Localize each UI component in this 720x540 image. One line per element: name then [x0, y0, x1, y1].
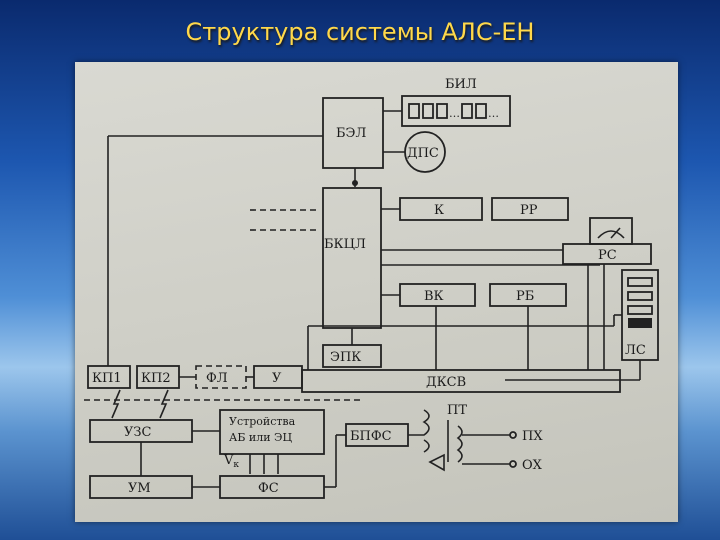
ls-lamp-1 [627, 277, 653, 287]
ab-ec-block [219, 409, 325, 455]
px-terminal [509, 431, 517, 439]
bil-cell-5 [475, 103, 487, 119]
kp1-label: КП1 [92, 371, 122, 386]
bel-bkcl-node [352, 180, 358, 186]
fs-label: ФС [258, 481, 279, 496]
bpfs-label: БПФС [350, 429, 392, 444]
bil-cell-4 [461, 103, 473, 119]
bil-label: БИЛ [445, 77, 477, 92]
rs-block [562, 243, 652, 265]
kp2-label: КП2 [141, 371, 171, 386]
bil-cell-2 [422, 103, 434, 119]
kp1-block [87, 365, 131, 389]
pt-lower-coil [428, 453, 445, 472]
uzs-label: УЗС [124, 425, 151, 440]
bil-ellipsis-2: … [488, 107, 499, 120]
um-label: УМ [128, 481, 151, 496]
kp2-antenna [159, 389, 169, 419]
dksv-label: ДКСВ [426, 375, 466, 390]
ls-lamp-2 [627, 291, 653, 301]
ls-label: ЛС [625, 343, 646, 358]
bel-label: БЭЛ [336, 126, 367, 141]
rs-label: РС [598, 248, 617, 263]
bkcl-block [322, 187, 382, 329]
ab-ec-line1: Устройства [229, 415, 296, 428]
px-label: ПХ [522, 429, 543, 444]
u-label: У [272, 371, 282, 386]
pt-coil-right [456, 425, 463, 463]
bel-block [322, 97, 384, 169]
dksv-block [301, 369, 621, 393]
rs-needle [610, 227, 621, 239]
k-label: К [434, 203, 444, 218]
ab-ec-line2: АБ или ЭЦ [229, 431, 292, 444]
bil-cell-3 [436, 103, 448, 119]
pt-coil-left [408, 409, 430, 453]
bil-cell-1 [408, 103, 420, 119]
pt-label: ПТ [447, 403, 467, 418]
fl-label: ФЛ [206, 371, 228, 386]
epk-label: ЭПК [330, 350, 361, 365]
rs-gauge-arc [597, 230, 625, 239]
rb-label: РБ [516, 289, 534, 304]
dps-label: ДПС [407, 146, 439, 161]
bkcl-label: БКЦЛ [324, 237, 366, 252]
rr-block [491, 197, 569, 221]
ls-lamp-3 [627, 305, 653, 315]
slide-title: Структура системы АЛС-ЕН [185, 18, 535, 46]
vk-symbol: Vк [223, 453, 239, 470]
vk-label: ВК [424, 289, 444, 304]
bil-ellipsis: … [449, 107, 460, 120]
kp1-antenna [111, 389, 121, 419]
ls-lamp-4 [628, 318, 652, 328]
rr-label: РР [520, 203, 538, 218]
ox-label: ОХ [522, 458, 543, 473]
ox-terminal [509, 460, 517, 468]
